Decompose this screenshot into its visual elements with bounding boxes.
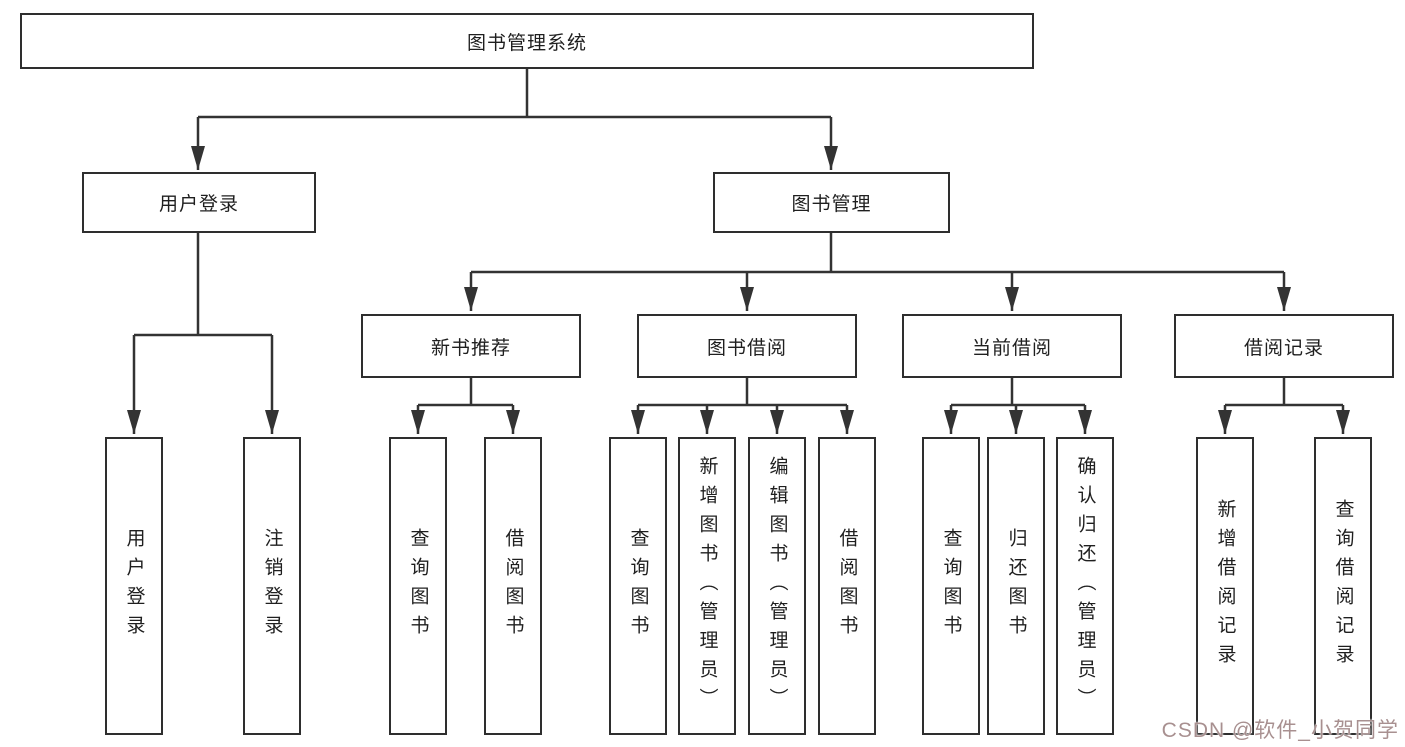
- node-bb-edit-books-admin: 编辑图书（管理员）: [748, 437, 806, 735]
- node-cb-confirm-return-admin: 确认归还（管理员）: [1056, 437, 1114, 735]
- node-br-query-record: 查询借阅记录: [1314, 437, 1372, 735]
- node-root-label: 图书管理系统: [466, 32, 587, 54]
- node-bb-query-books: 查询图书: [609, 437, 667, 735]
- node-cb-return-books: 归还图书: [987, 437, 1045, 735]
- node-new-book-recommend: 新书推荐: [361, 314, 581, 378]
- node-rec-query-books: 查询图书: [389, 437, 447, 735]
- node-cb-query-books: 查询图书: [922, 437, 980, 735]
- node-rec-borrow-books: 借阅图书: [484, 437, 542, 735]
- node-bb-add-books-admin: 新增图书（管理员）: [678, 437, 736, 735]
- node-bb-borrow-books-label: 借阅图书: [836, 528, 858, 644]
- node-current-borrow: 当前借阅: [902, 314, 1122, 378]
- node-rec-borrow-books-label: 借阅图书: [502, 528, 524, 644]
- node-cb-confirm-return-admin-label: 确认归还（管理员）: [1074, 455, 1096, 717]
- node-leaf-user-login: 用户登录: [105, 437, 163, 735]
- node-br-add-record-label: 新增借阅记录: [1214, 499, 1236, 673]
- csdn-watermark: CSDN @软件_小贺同学: [1161, 719, 1399, 742]
- node-root: 图书管理系统: [20, 13, 1034, 69]
- node-cb-return-books-label: 归还图书: [1005, 528, 1027, 644]
- node-br-query-record-label: 查询借阅记录: [1332, 499, 1354, 673]
- node-leaf-logout: 注销登录: [243, 437, 301, 735]
- node-user-login: 用户登录: [82, 172, 316, 233]
- node-leaf-logout-label: 注销登录: [261, 528, 283, 644]
- node-current-borrow-label: 当前借阅: [971, 337, 1052, 359]
- node-borrow-records-label: 借阅记录: [1243, 337, 1324, 359]
- node-bb-add-books-admin-label: 新增图书（管理员）: [696, 455, 718, 717]
- node-bb-borrow-books: 借阅图书: [818, 437, 876, 735]
- node-user-login-label: 用户登录: [158, 194, 239, 215]
- node-book-borrow: 图书借阅: [637, 314, 857, 378]
- node-new-book-recommend-label: 新书推荐: [430, 337, 511, 359]
- node-book-borrow-label: 图书借阅: [706, 337, 787, 359]
- node-cb-query-books-label: 查询图书: [940, 528, 962, 644]
- node-book-management: 图书管理: [713, 172, 950, 233]
- node-borrow-records: 借阅记录: [1174, 314, 1394, 378]
- node-br-add-record: 新增借阅记录: [1196, 437, 1254, 735]
- node-rec-query-books-label: 查询图书: [407, 528, 429, 644]
- node-bb-query-books-label: 查询图书: [627, 528, 649, 644]
- node-book-management-label: 图书管理: [791, 194, 872, 215]
- node-bb-edit-books-admin-label: 编辑图书（管理员）: [766, 455, 788, 717]
- node-leaf-user-login-label: 用户登录: [123, 528, 145, 644]
